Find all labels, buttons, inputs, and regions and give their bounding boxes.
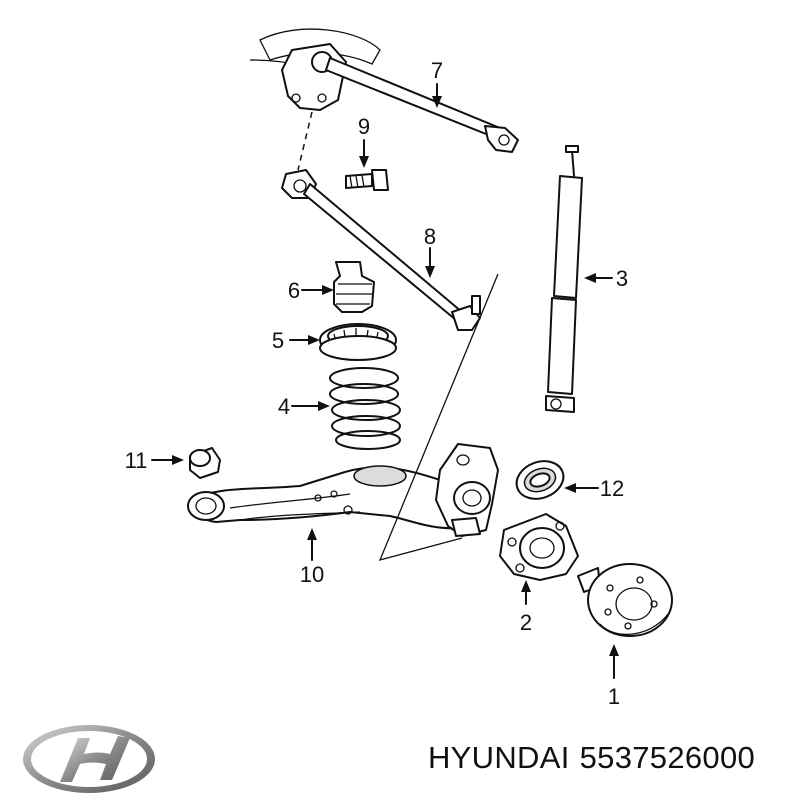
lateral-rod-lower [281,169,481,331]
wheel-hub [577,563,673,637]
coil-spring [329,367,401,450]
trailing-arm [187,465,471,530]
callout-4: 4 [278,394,290,419]
spring-seat [319,323,397,361]
hyundai-logo-icon [23,725,155,793]
body-mount-bracket [249,28,381,171]
wheel-bearing [515,460,565,500]
callout-3: 3 [616,266,628,291]
knuckle [435,443,499,537]
callout-2: 2 [520,610,532,635]
bushing [189,447,221,479]
leader-lines [151,83,619,679]
bump-stop [333,261,375,313]
brand-name: HYUNDAI [428,740,570,775]
callout-8: 8 [424,224,436,249]
callout-5: 5 [272,328,284,353]
reference-outline [378,273,499,561]
callout-12: 12 [600,476,624,501]
part-caption: HYUNDAI 5537526000 [428,740,765,776]
hub-bearing [499,513,579,581]
callout-10: 10 [300,562,324,587]
callout-1: 1 [608,684,620,709]
callout-6: 6 [288,278,300,303]
shock-absorber [545,145,583,413]
bolt [345,169,389,191]
callout-9: 9 [358,114,370,139]
lateral-rod-upper [325,57,519,153]
callout-7: 7 [431,58,443,83]
callout-11: 11 [125,448,148,473]
part-number: 5537526000 [579,740,756,775]
